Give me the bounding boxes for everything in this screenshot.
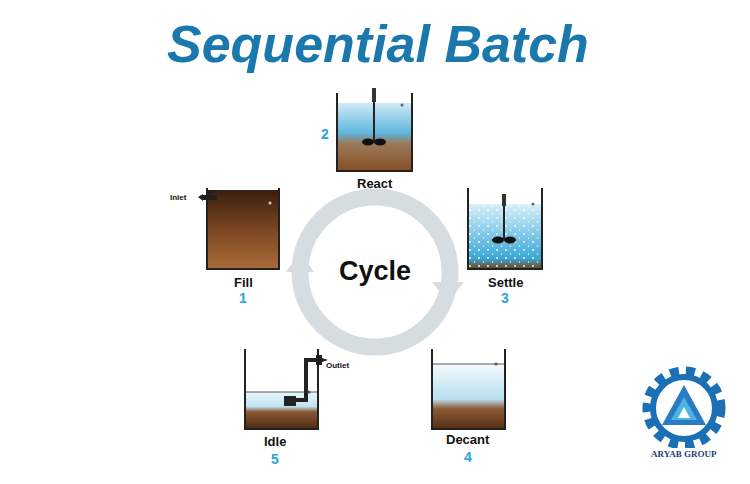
step-label: Fill bbox=[234, 276, 253, 290]
step-number: 2 bbox=[321, 127, 329, 142]
step-number: 3 bbox=[501, 291, 509, 306]
step-label: Idle bbox=[264, 435, 286, 449]
cycle-ring: Cycle bbox=[320, 230, 430, 314]
logo-text: ARYAB GROUP bbox=[651, 450, 717, 460]
decant-tank: Decant 4 bbox=[420, 340, 520, 470]
outlet-label: Outlet bbox=[326, 362, 349, 371]
idle-tank: Idle 5 bbox=[232, 340, 332, 470]
step-number: 4 bbox=[464, 450, 472, 465]
step-number: 1 bbox=[239, 291, 247, 306]
step-label: React bbox=[357, 177, 392, 191]
step-number: 5 bbox=[271, 452, 279, 467]
step-label: Settle bbox=[488, 276, 523, 290]
react-tank: React 2 bbox=[315, 80, 425, 195]
diagram-title: Sequential Batch bbox=[167, 16, 589, 73]
fill-tank: Fill1 bbox=[190, 180, 290, 310]
cycle-label: Cycle bbox=[339, 257, 411, 287]
inlet-label: Inlet bbox=[170, 194, 186, 203]
step-label: Decant bbox=[446, 433, 489, 447]
settle-tank: Settle3 bbox=[455, 180, 555, 310]
